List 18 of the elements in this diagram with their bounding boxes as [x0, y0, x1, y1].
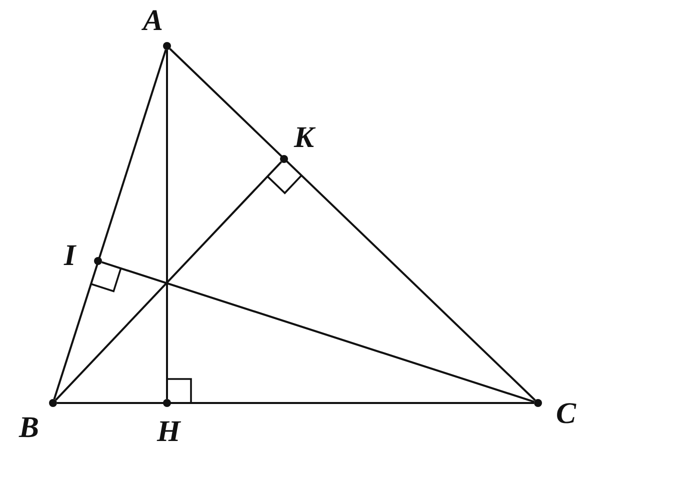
line-segment: [102, 261, 534, 403]
line-segment: [166, 50, 168, 399]
line-segment: [53, 50, 167, 400]
line-segment: [55, 161, 282, 401]
point-label: B: [19, 413, 40, 443]
point-label: K: [294, 123, 314, 153]
point-dot: [49, 399, 57, 407]
point-label: H: [157, 417, 180, 447]
line-segment: [57, 402, 534, 404]
line-segment: [169, 48, 536, 401]
point-label: I: [64, 241, 76, 271]
point-dot: [94, 257, 102, 265]
point-label: A: [143, 6, 164, 36]
point-dot: [280, 155, 288, 163]
point-dot: [163, 399, 171, 407]
point-label: C: [556, 399, 576, 429]
point-dot: [163, 42, 171, 50]
point-dot: [534, 399, 542, 407]
